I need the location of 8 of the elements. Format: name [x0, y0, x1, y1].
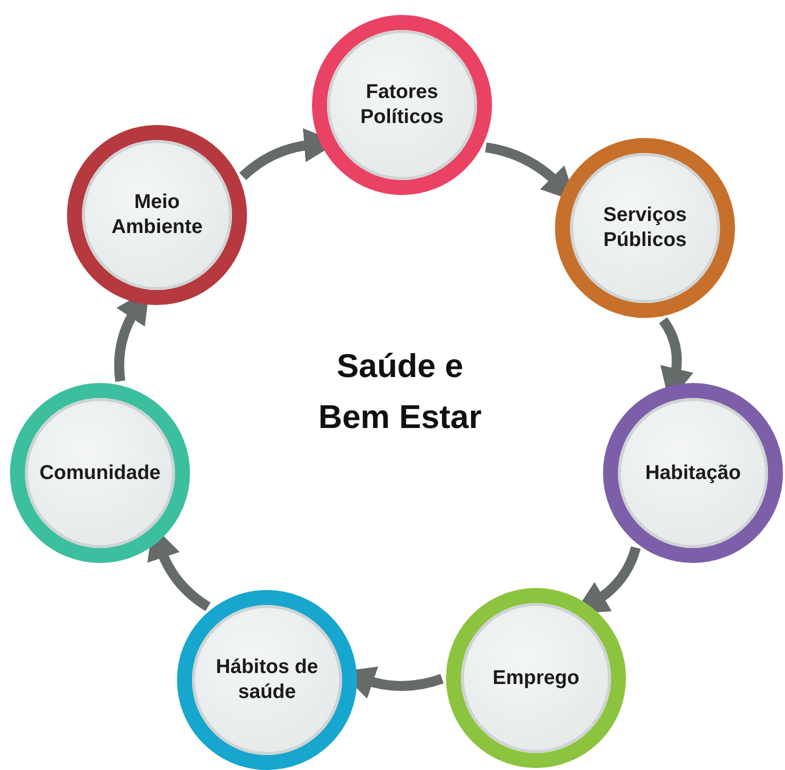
- node-label: Emprego: [492, 666, 580, 690]
- node-label: Fatores Políticos: [359, 80, 445, 130]
- node-label: Comunidade: [39, 460, 161, 486]
- node-label: Serviços Públicos: [602, 203, 688, 253]
- center-title: Saúde e Bem Estar: [317, 346, 483, 438]
- node-label: Hábitos de saúde: [214, 655, 320, 705]
- node-label: Meio Ambiente: [110, 190, 204, 240]
- node-label: Habitação: [645, 460, 741, 486]
